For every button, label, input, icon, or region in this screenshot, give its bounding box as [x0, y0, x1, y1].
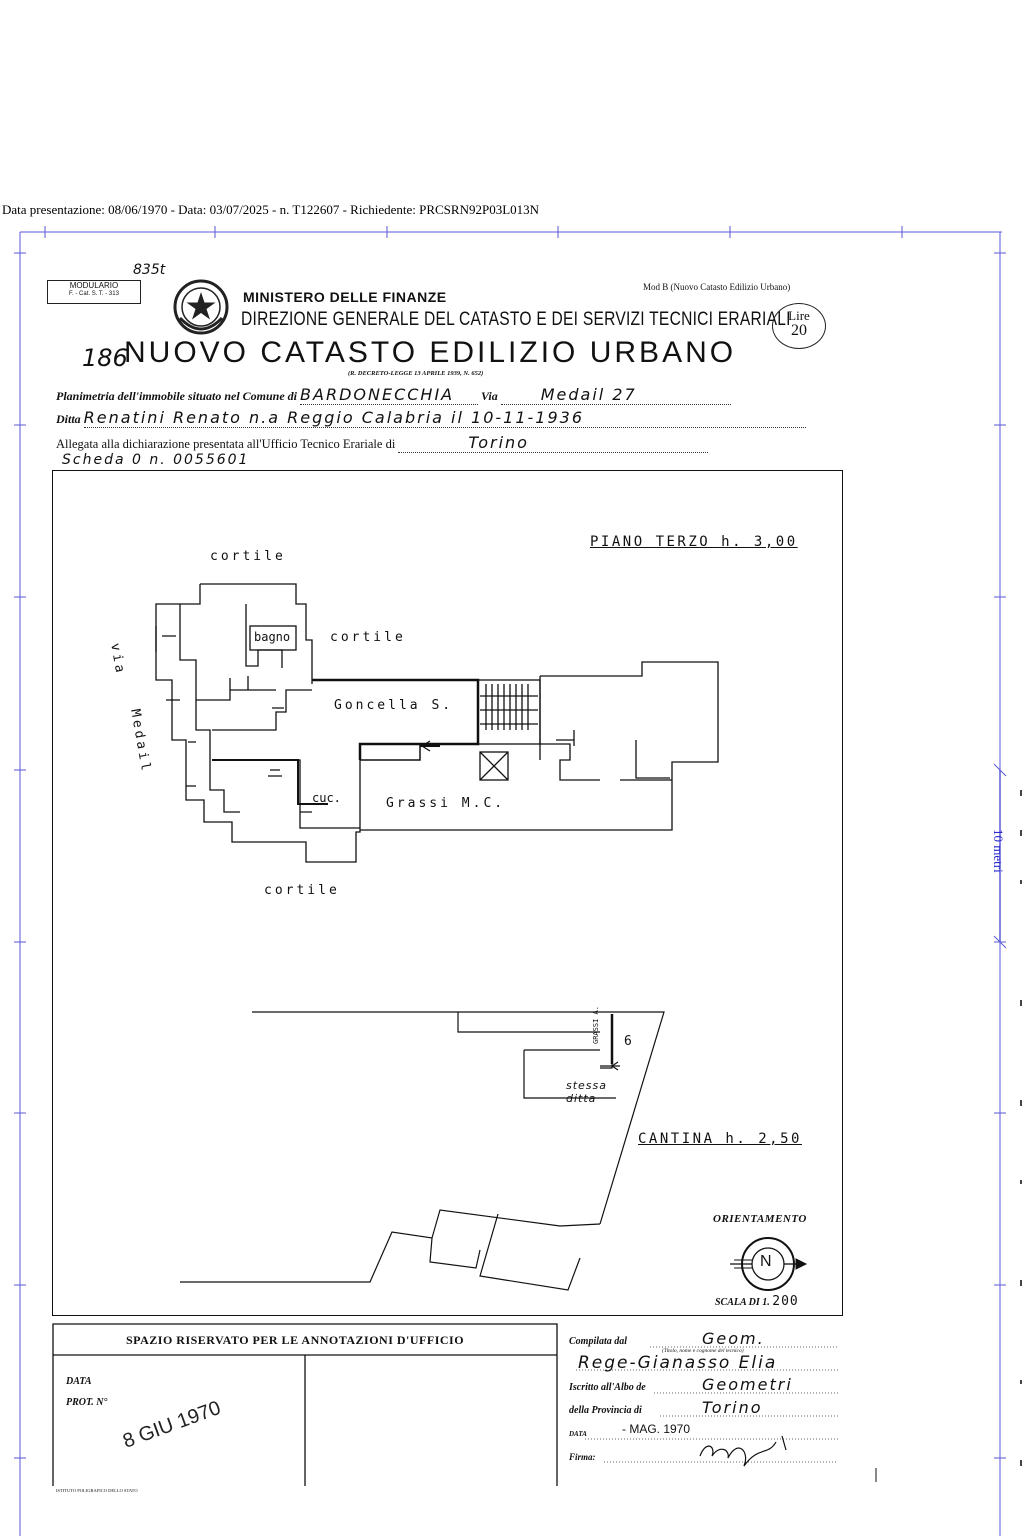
provincia-label: della Provincia di: [569, 1405, 642, 1416]
republic-emblem-icon: [173, 279, 229, 335]
piano-terzo-label: PIANO TERZO h. 3,00: [590, 534, 798, 550]
titolo-note: (Titolo, nome e cognome del tecnico): [662, 1348, 744, 1354]
scheda-number: Scheda 0 n. 0055601: [62, 452, 250, 468]
handwritten-number: 835t: [133, 262, 166, 278]
ditta-row: Ditta Renatini Renato n.a Reggio Calabri…: [56, 408, 806, 428]
lire-value: 20: [791, 322, 807, 339]
data-label: DATA: [66, 1376, 92, 1387]
directorate-name: DIREZIONE GENERALE DEL CATASTO E DEI SER…: [241, 309, 791, 330]
via-value: Medail 27: [500, 385, 731, 405]
orientamento-label: ORIENTAMENTO: [713, 1213, 807, 1225]
ditta-label: Ditta: [56, 412, 81, 426]
document-title: NUOVO CATASTO EDILIZIO URBANO: [124, 336, 737, 369]
cortile-top-label: cortile: [210, 549, 286, 564]
planimetria-label: Planimetria dell'immobile situato nel Co…: [56, 389, 298, 403]
data2-value: - MAG. 1970: [622, 1422, 691, 1436]
firma-label: Firma:: [569, 1452, 596, 1462]
cortile-bottom-label: cortile: [264, 883, 340, 898]
tecnico-name: Rege-Gianasso Elia: [578, 1353, 778, 1373]
decree-reference: (R. DECRETO-LEGGE 13 APRILE 1939, N. 652…: [348, 370, 484, 377]
provincia-value: Torino: [702, 1398, 763, 1417]
ministry-name: MINISTERO DELLE FINANZE: [243, 289, 447, 305]
allegata-label: Allegata alla dichiarazione presentata a…: [56, 437, 396, 451]
prot-label: PROT. N°: [66, 1397, 108, 1408]
grassi-a-label: GRASSI A.: [592, 1006, 600, 1044]
lire-stamp: Lire 20: [772, 303, 826, 349]
document-header-line: Data presentazione: 08/06/1970 - Data: 0…: [2, 202, 540, 217]
cucina-label: cuc.: [312, 791, 341, 805]
cantina-6-label: 6: [624, 1034, 632, 1049]
scale-prefix: SCALA DI 1.: [715, 1297, 770, 1308]
iscritto-label: Iscritto all'Albo de: [569, 1382, 646, 1393]
data2-label: DATA: [569, 1430, 587, 1438]
comune-value: BARDONECCHIA: [300, 385, 479, 405]
plan-frame: [52, 470, 843, 1316]
compilata-label: Compilata dal: [569, 1336, 628, 1347]
cortile-mid-label: cortile: [330, 630, 406, 645]
handwritten-186: 186: [82, 344, 128, 372]
spazio-heading: SPAZIO RISERVATO PER LE ANNOTAZIONI D'UF…: [126, 1333, 465, 1347]
bagno-label: bagno: [254, 630, 291, 644]
lire-label: Lire: [788, 308, 810, 323]
allegata-row: Allegata alla dichiarazione presentata a…: [56, 433, 709, 453]
scale-bar-label: 10 metri: [991, 829, 1006, 873]
scale-value: 200: [772, 1294, 799, 1309]
planimetria-row: Planimetria dell'immobile situato nel Co…: [56, 385, 731, 405]
stessa-label: stessa: [566, 1079, 608, 1092]
ditta-value: Renatini Renato n.a Reggio Calabria il 1…: [83, 408, 806, 428]
via-label: Via: [481, 389, 498, 403]
scale-label: SCALA DI 1. 200: [715, 1294, 799, 1309]
goncella-label: Goncella S.: [334, 698, 454, 713]
cantina-label: CANTINA h. 2,50: [638, 1131, 802, 1147]
compilata-value: Geom.: [702, 1329, 765, 1348]
ditta-plan-label: ditta: [566, 1092, 597, 1105]
modulario-title: MODULARIO: [69, 281, 119, 290]
iscritto-value: Geometri: [702, 1375, 793, 1394]
istituto-label: ISTITUTO POLIGRAFICO DELLO STATO: [56, 1488, 138, 1493]
north-icon: N: [760, 1253, 772, 1270]
grassi-label: Grassi M.C.: [386, 796, 506, 811]
mod-b-label: Mod B (Nuovo Catasto Edilizio Urbano): [643, 282, 791, 292]
modulario-code: F. - Cat. S. T. - 313: [69, 291, 119, 297]
allegata-value: Torino: [398, 433, 709, 453]
modulario-box: MODULARIO F. - Cat. S. T. - 313: [47, 280, 141, 304]
